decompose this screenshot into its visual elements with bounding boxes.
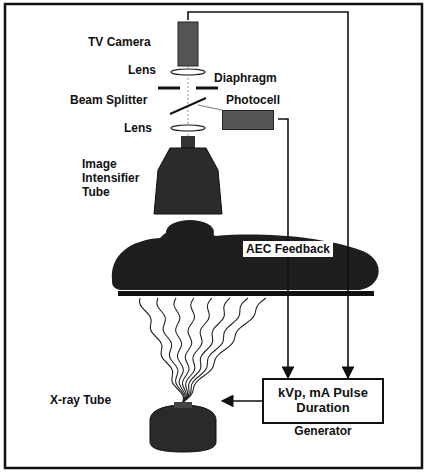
x-ray-wave [183,298,230,402]
x-ray-tube-port [174,402,192,408]
part-label: Diaphragm [214,72,277,86]
table [118,291,374,296]
generator-settings: kVp, mA Pulse Duration [272,386,374,416]
tv-camera: TV Camera [80,20,200,68]
intensifier-neck [181,136,195,148]
x-ray-wave [183,298,266,402]
x-ray-wave [183,298,248,402]
photocell: Photocell [220,94,278,130]
x-ray-wave [140,298,184,402]
frame [5,4,422,468]
part-label: TV Camera [88,36,151,50]
generator-box: kVp, mA Pulse DurationGenerator [262,378,384,424]
x-ray-tube: X-ray Tube [40,394,222,454]
lens-symbol [171,125,205,131]
x-ray-wave [183,298,212,402]
edge-label: AEC Feedback [243,241,333,257]
part-label: Lens [128,64,156,78]
x-ray-wave [157,298,184,402]
lens-symbol [171,69,205,75]
beam-splitter [170,98,206,114]
tv-camera-body [178,22,198,66]
part-label: Beam Splitter [70,94,147,108]
signal-line [222,400,262,402]
part-label: Image Intensifier Tube [82,158,148,199]
image-intensifier [154,148,222,214]
patient-head [166,220,214,244]
patient [112,226,379,290]
diaphragm-blade [196,87,218,90]
split-beam [198,105,222,110]
photocell-box [222,110,274,130]
x-ray-tube-body [150,405,216,452]
signal-line [188,12,348,378]
part-label: Photocell [226,94,280,108]
generator-label: Generator [264,425,382,439]
part-label: X-ray Tube [50,394,111,408]
part-label: Lens [124,122,152,136]
x-ray-beam [140,298,266,402]
diaphragm-blade [158,87,180,90]
